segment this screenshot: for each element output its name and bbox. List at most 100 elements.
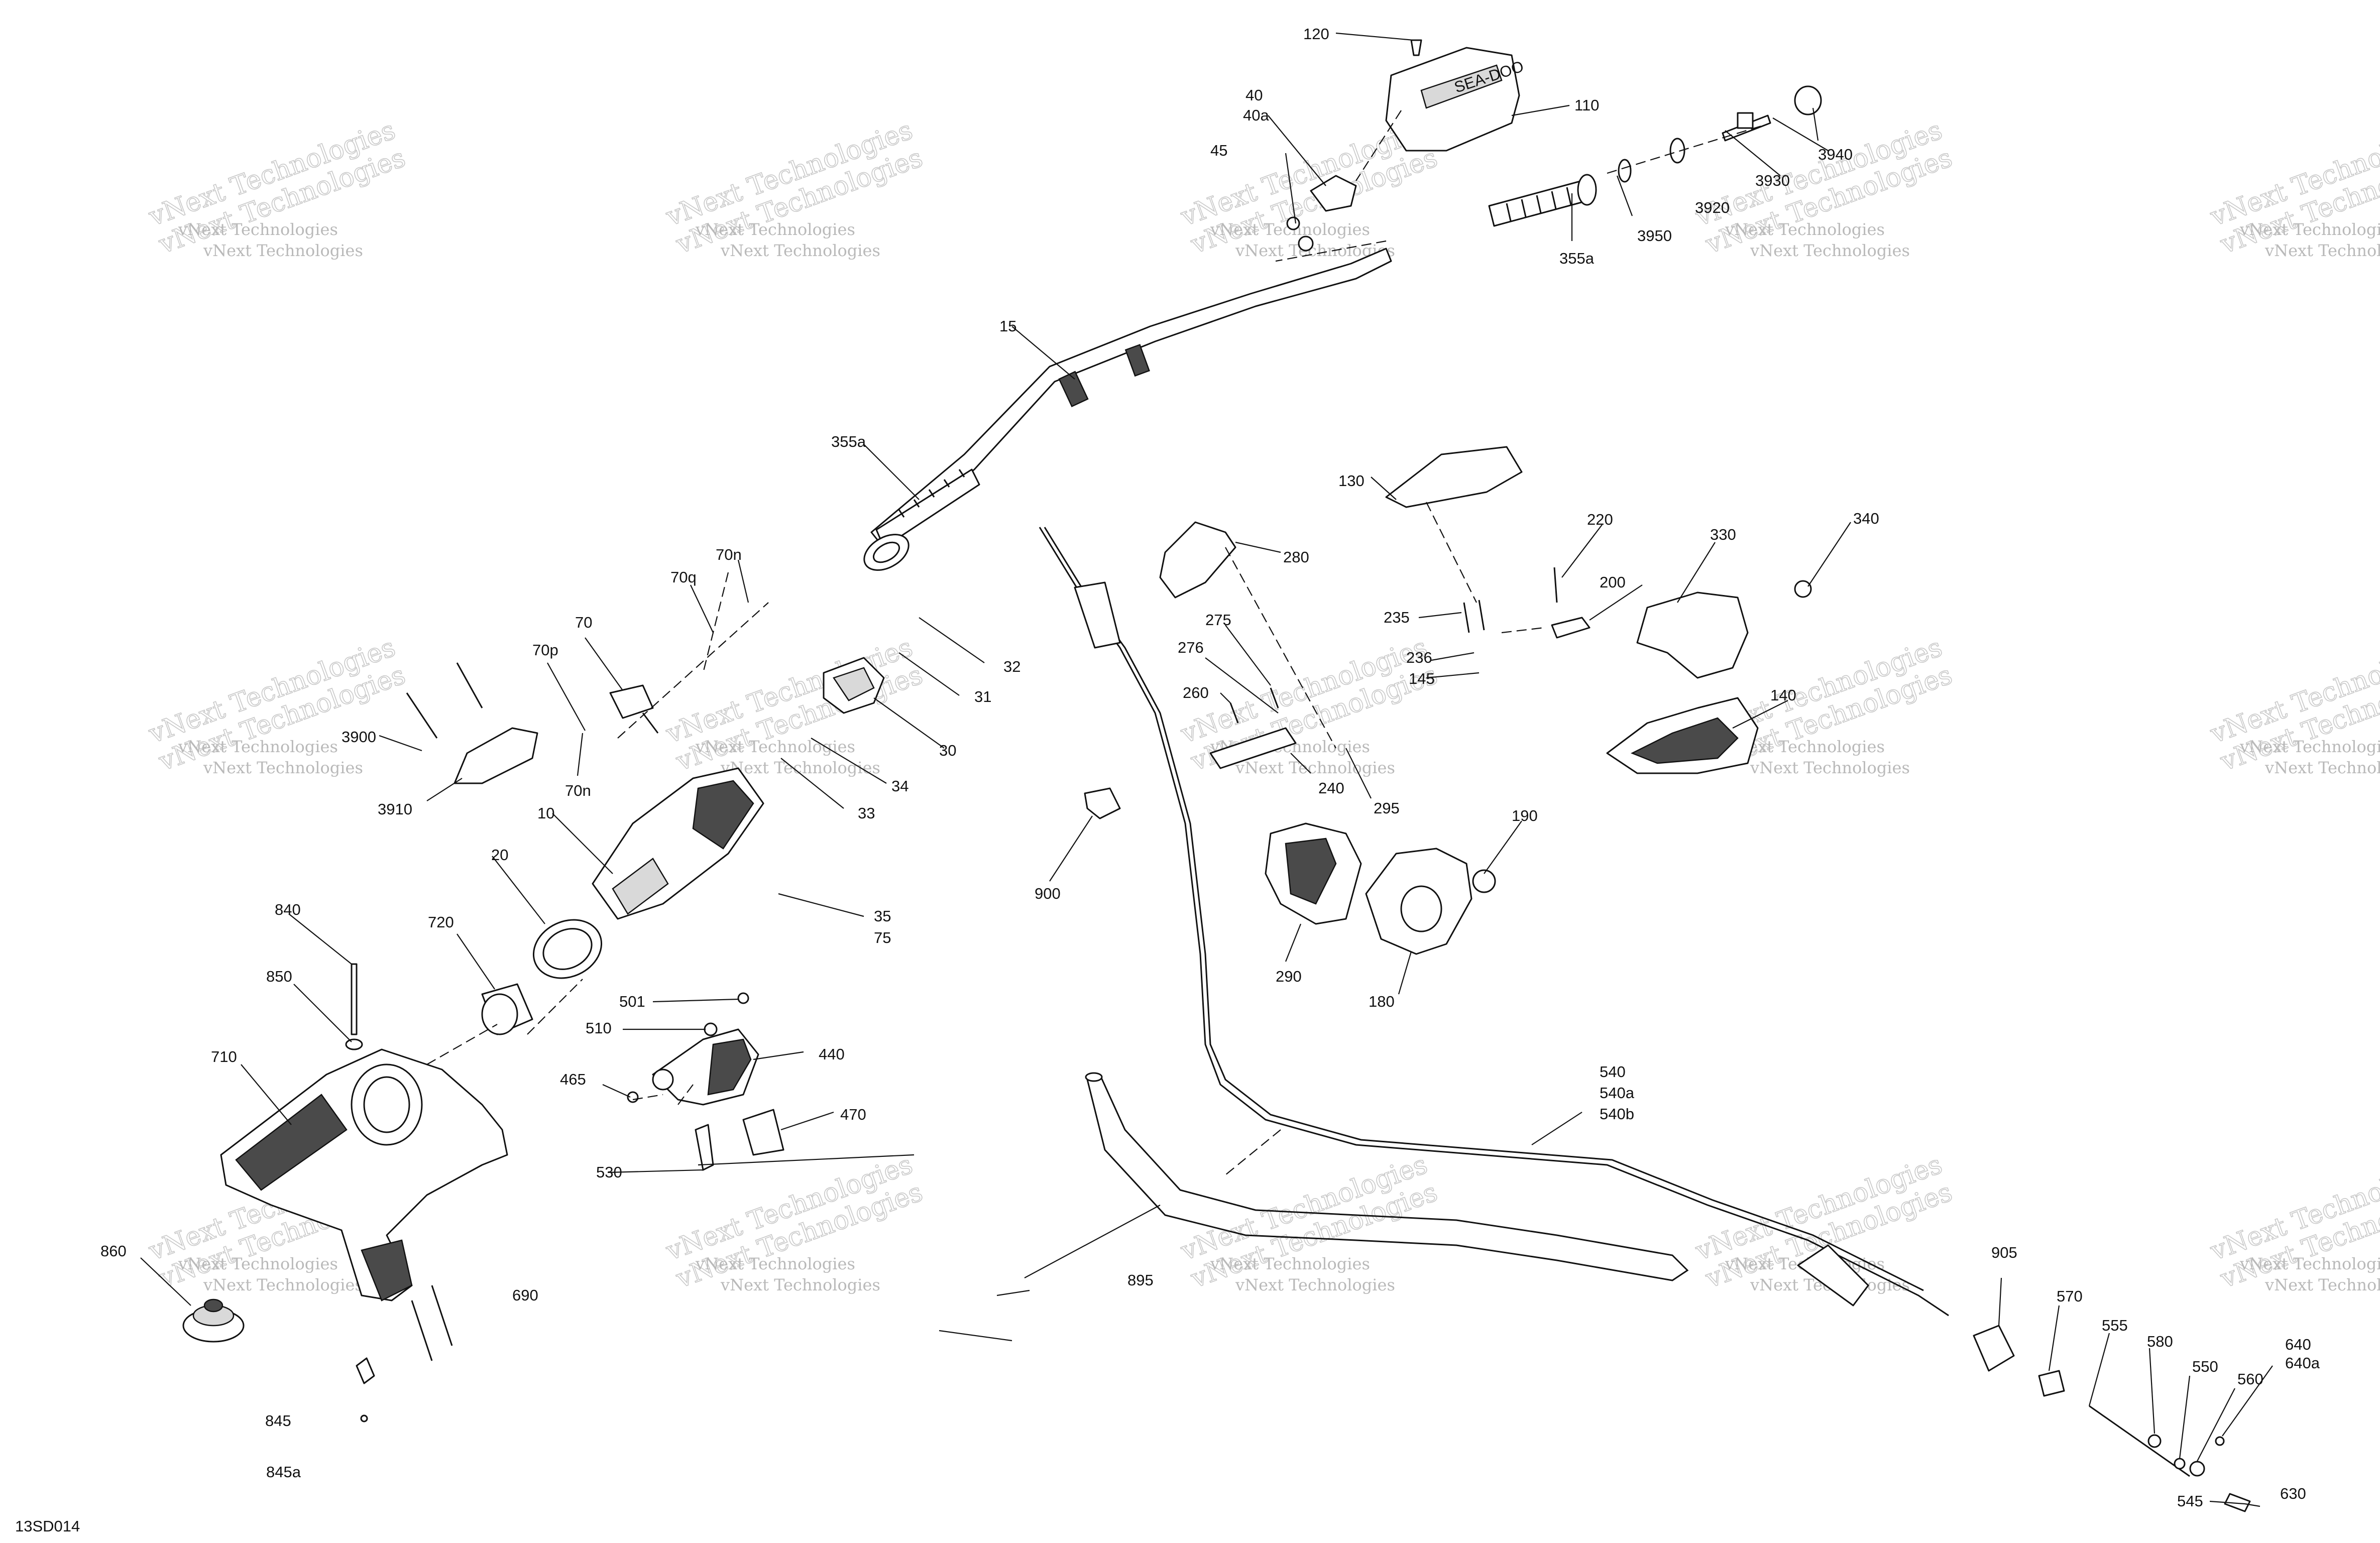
callout-570: 570	[2057, 1287, 2083, 1305]
callout-355a-top: 355a	[1559, 250, 1595, 267]
ring-20-part	[532, 919, 603, 979]
cover-330-part	[1636, 591, 1749, 679]
callout-710: 710	[211, 1048, 237, 1065]
diagram-code: 13SD014	[15, 1517, 80, 1535]
callout-31: 31	[974, 688, 991, 705]
watermark-text-small: vNext Technologies	[203, 1275, 363, 1294]
cap-860-part	[182, 1298, 245, 1343]
callout-290: 290	[1276, 968, 1302, 985]
clip-900-part	[1084, 787, 1121, 819]
switch-200-part	[1551, 617, 1591, 639]
left-grip-part	[863, 468, 980, 571]
callout-845: 845	[265, 1412, 291, 1430]
watermark-text-small: vNext Technologies	[1750, 241, 1910, 260]
end-630-part	[2224, 1493, 2251, 1512]
bracket-40-part	[1310, 175, 1357, 212]
callout-340: 340	[1853, 510, 1879, 527]
callout-720: 720	[428, 913, 454, 931]
callout-640a: 640a	[2285, 1354, 2320, 1372]
callout-70n-bottom: 70n	[565, 782, 591, 799]
callout-3940: 3940	[1818, 146, 1853, 163]
watermark-text-small: vNext Technologies	[1235, 758, 1395, 777]
callout-895: 895	[1127, 1271, 1154, 1289]
watermark-text-small: vNext Technologies	[203, 758, 363, 777]
callout-510: 510	[586, 1019, 612, 1037]
boot-905-part	[1973, 1325, 2015, 1372]
callout-40: 40	[1245, 86, 1263, 104]
callout-200: 200	[1600, 573, 1626, 591]
callout-3950: 3950	[1637, 227, 1672, 245]
callout-236: 236	[1406, 649, 1432, 666]
callout-690: 690	[512, 1286, 538, 1304]
callout-560: 560	[2237, 1370, 2263, 1388]
lever-240-part	[1209, 727, 1297, 769]
handlebar-pad-part: SEA-DOO	[1385, 47, 1526, 152]
watermark-text-small: vNext Technologies	[720, 758, 880, 777]
bracket-470-part	[742, 1109, 784, 1156]
nut-570-part	[2038, 1370, 2065, 1397]
callout-235: 235	[1384, 609, 1410, 626]
right-grip-part	[1488, 174, 1597, 227]
callout-580: 580	[2147, 1333, 2173, 1350]
watermark-text-small: vNext Technologies	[695, 220, 855, 239]
callout-130: 130	[1338, 472, 1365, 490]
callout-70p: 70p	[532, 641, 558, 659]
callout-145: 145	[1409, 670, 1435, 687]
pin-530-part	[695, 1124, 714, 1171]
callout-3930: 3930	[1755, 172, 1790, 189]
callout-280: 280	[1283, 548, 1309, 566]
callout-70q: 70q	[670, 568, 697, 586]
callout-3920: 3920	[1695, 199, 1730, 216]
callout-33: 33	[858, 804, 875, 822]
callout-465: 465	[560, 1071, 586, 1088]
watermark-text-small: vNext Technologies	[720, 241, 880, 260]
cover-3910-part	[454, 727, 538, 784]
callout-470: 470	[840, 1106, 866, 1123]
watermark-text-small: vNext Technologies	[178, 1254, 338, 1273]
watermark-text-small: vNext Technologies	[1750, 758, 1910, 777]
watermark-text-small: vNext Technologies	[720, 1275, 880, 1294]
cable-895-part	[1086, 1074, 1689, 1281]
callout-3910: 3910	[378, 800, 412, 818]
callout-900: 900	[1035, 885, 1061, 902]
cover-130-part	[1385, 446, 1523, 508]
clamp-30-part	[823, 657, 885, 714]
switch-70-part	[609, 684, 659, 734]
callout-220: 220	[1587, 511, 1613, 528]
callout-355a-left: 355a	[831, 433, 866, 450]
callout-276: 276	[1178, 639, 1204, 656]
callout-3900: 3900	[342, 728, 376, 746]
watermark-text-small: vNext Technologies	[2239, 220, 2380, 239]
callout-440: 440	[819, 1045, 845, 1063]
callout-540b: 540b	[1600, 1105, 1634, 1123]
callout-10: 10	[537, 804, 554, 822]
callout-555: 555	[2102, 1317, 2128, 1334]
callout-330: 330	[1710, 526, 1736, 543]
callout-34: 34	[891, 777, 909, 795]
callout-840: 840	[275, 901, 301, 918]
watermark-text-small: vNext Technologies	[2264, 1275, 2380, 1294]
watermark-text-small: vNext Technologies	[1725, 220, 1885, 239]
callout-45: 45	[1210, 142, 1227, 159]
callout-845a: 845a	[266, 1463, 301, 1481]
assembly-lines	[426, 110, 1763, 1175]
watermark-text-small: vNext Technologies	[178, 737, 338, 756]
callout-190: 190	[1512, 807, 1538, 824]
steering-column-part	[592, 767, 764, 920]
cover-280-part	[1159, 521, 1236, 599]
watermark-text-small: vNext Technologies	[695, 1254, 855, 1273]
callout-905: 905	[1991, 1244, 2017, 1261]
callout-545: 545	[2177, 1492, 2203, 1510]
callout-850: 850	[266, 968, 292, 985]
watermark-text-small: vNext Technologies	[203, 241, 363, 260]
watermark-text-small: vNext Technologies	[2264, 241, 2380, 260]
callout-labels: 120 110 40 40a 45 3940 3930 3920 3950 35…	[100, 25, 2320, 1510]
callout-40a: 40a	[1243, 106, 1269, 124]
watermark-text-small: vNext Technologies	[1235, 1275, 1395, 1294]
bushing-720-part	[481, 983, 533, 1035]
